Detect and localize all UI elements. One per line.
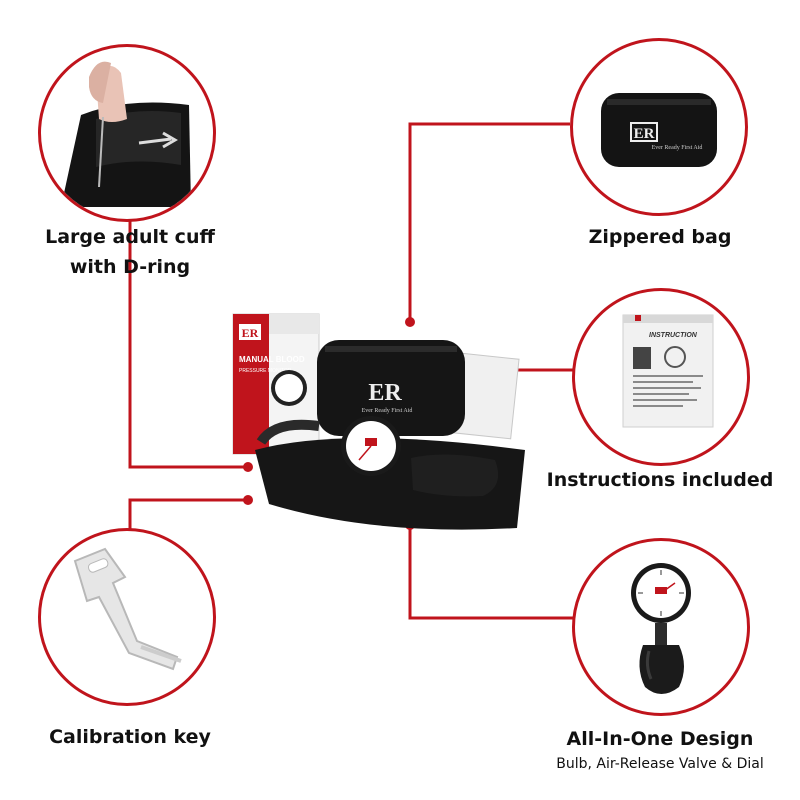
instructions-circle: INSTRUCTION bbox=[572, 288, 750, 466]
design-image bbox=[631, 563, 691, 694]
bag-brand-name: Ever Ready First Aid bbox=[652, 145, 703, 151]
product-bag: ER Ever Ready First Aid bbox=[317, 340, 465, 436]
bag-image: ER Ever Ready First Aid bbox=[601, 93, 717, 167]
box-title-2: PRESSURE MONITOR bbox=[239, 368, 292, 374]
product-group: ER MANUAL BLOOD PRESSURE MONITOR ER Ever… bbox=[232, 313, 525, 530]
bag-brand-mark: ER bbox=[634, 126, 655, 142]
calibration-label: Calibration key bbox=[10, 722, 250, 752]
bag-label-line1: Zippered bag bbox=[588, 226, 732, 248]
calibration-key-image bbox=[73, 547, 182, 671]
design-label: All-In-One Design bbox=[555, 724, 765, 754]
product-bulb bbox=[411, 454, 499, 497]
calibration-label-line1: Calibration key bbox=[49, 726, 211, 748]
cuff-circle bbox=[38, 44, 216, 222]
bag-label: Zippered bag bbox=[555, 222, 765, 252]
instructions-label: Instructions included bbox=[530, 465, 790, 495]
product-bag-brand-mark: ER bbox=[368, 380, 402, 406]
product-gauge bbox=[341, 416, 401, 476]
instructions-image: INSTRUCTION bbox=[622, 314, 714, 428]
cuff-label-line2: with D-ring bbox=[69, 256, 191, 278]
design-circle bbox=[572, 538, 750, 716]
cuff-label-line1: Large adult cuff bbox=[45, 226, 215, 248]
product-bag-brand-name: Ever Ready First Aid bbox=[362, 408, 413, 414]
instructions-label-line1: Instructions included bbox=[546, 469, 774, 491]
design-label-line1: All-In-One Design bbox=[566, 728, 754, 750]
bag-circle: ER Ever Ready First Aid bbox=[570, 38, 748, 216]
box-brand-mark: ER bbox=[242, 326, 259, 340]
cuff-label: Large adult cuff with D-ring bbox=[20, 222, 240, 282]
calibration-circle bbox=[38, 528, 216, 706]
instruction-heading: INSTRUCTION bbox=[649, 332, 698, 339]
design-sublabel: Bulb, Air-Release Valve & Dial bbox=[556, 756, 764, 772]
box-title-1: MANUAL BLOOD bbox=[239, 355, 305, 364]
cuff-image bbox=[61, 61, 191, 207]
